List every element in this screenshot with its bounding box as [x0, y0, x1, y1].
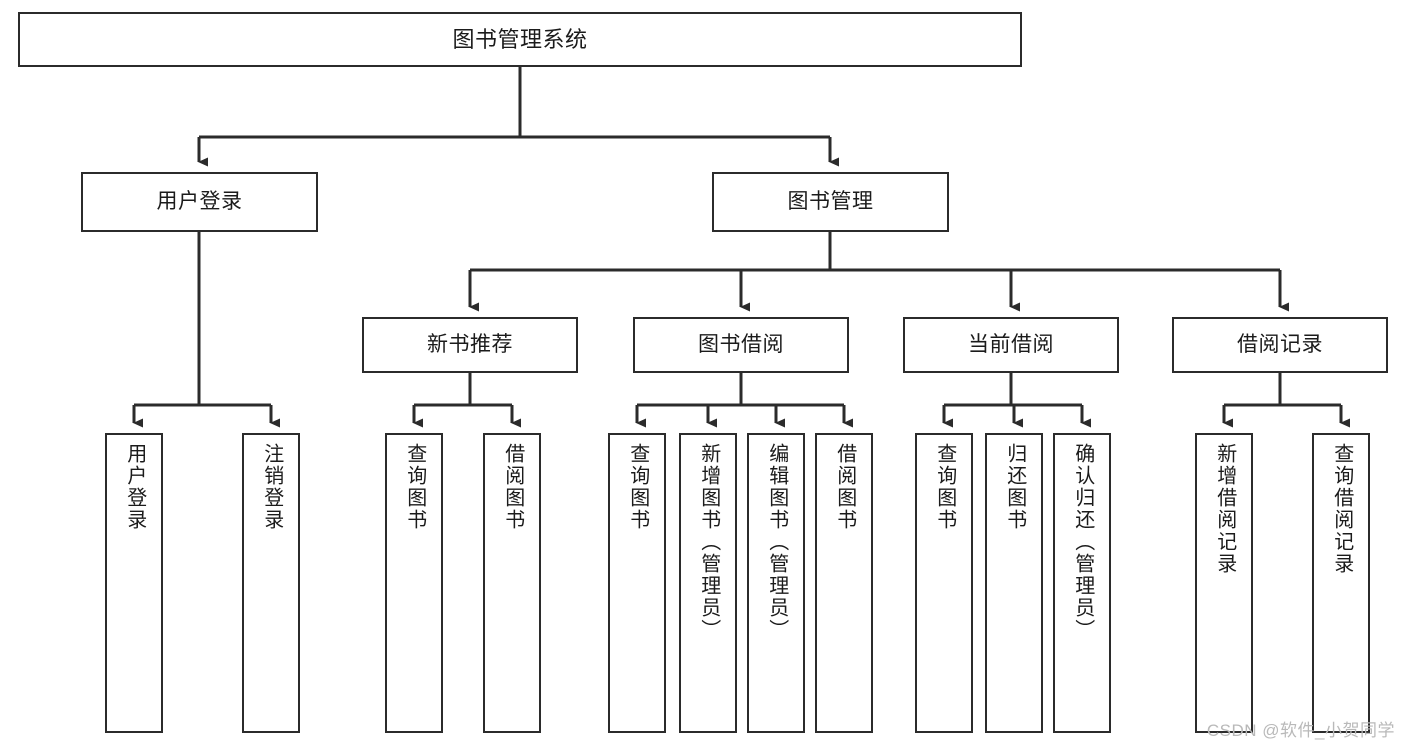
- node-label: 用户登录: [156, 189, 243, 213]
- node-label: 确认归还（管理员）: [1071, 443, 1094, 641]
- csdn-watermark: CSDN @软件_小贺同学: [1206, 721, 1395, 740]
- node-label: 用户登录: [123, 443, 146, 531]
- node-current-borrow[interactable]: 当前借阅: [903, 317, 1119, 373]
- leaf-node[interactable]: 用户登录: [105, 433, 163, 733]
- leaf-node[interactable]: 注销登录: [242, 433, 300, 733]
- leaf-node[interactable]: 查询图书: [385, 433, 443, 733]
- node-user-login[interactable]: 用户登录: [81, 172, 318, 232]
- node-label: 图书管理系统: [452, 26, 588, 52]
- node-label: 查询图书: [626, 443, 649, 531]
- leaf-node[interactable]: 确认归还（管理员）: [1053, 433, 1111, 733]
- node-book-management[interactable]: 图书管理: [712, 172, 949, 232]
- leaf-node[interactable]: 新增借阅记录: [1195, 433, 1253, 733]
- node-label: 新增图书（管理员）: [697, 443, 720, 641]
- leaf-node[interactable]: 新增图书（管理员）: [679, 433, 737, 733]
- leaf-node[interactable]: 查询借阅记录: [1312, 433, 1370, 733]
- node-new-book-recommendation[interactable]: 新书推荐: [362, 317, 578, 373]
- leaf-node[interactable]: 借阅图书: [815, 433, 873, 733]
- node-label: 查询图书: [403, 443, 426, 531]
- leaf-node[interactable]: 归还图书: [985, 433, 1043, 733]
- node-root-system[interactable]: 图书管理系统: [18, 12, 1022, 67]
- node-label: 借阅图书: [501, 443, 524, 531]
- node-label: 注销登录: [260, 443, 283, 531]
- node-label: 新增借阅记录: [1213, 443, 1236, 575]
- node-label: 归还图书: [1003, 443, 1026, 531]
- node-label: 当前借阅: [968, 332, 1054, 356]
- node-label: 查询借阅记录: [1330, 443, 1353, 575]
- leaf-node[interactable]: 查询图书: [608, 433, 666, 733]
- leaf-node[interactable]: 借阅图书: [483, 433, 541, 733]
- node-label: 图书借阅: [698, 332, 784, 356]
- leaf-node[interactable]: 编辑图书（管理员）: [747, 433, 805, 733]
- node-book-borrow[interactable]: 图书借阅: [633, 317, 849, 373]
- node-label: 新书推荐: [427, 332, 513, 356]
- node-borrow-record[interactable]: 借阅记录: [1172, 317, 1388, 373]
- node-label: 借阅记录: [1237, 332, 1323, 356]
- leaf-node[interactable]: 查询图书: [915, 433, 973, 733]
- node-label: 借阅图书: [833, 443, 856, 531]
- node-label: 查询图书: [933, 443, 956, 531]
- node-label: 编辑图书（管理员）: [765, 443, 788, 641]
- node-label: 图书管理: [787, 189, 874, 213]
